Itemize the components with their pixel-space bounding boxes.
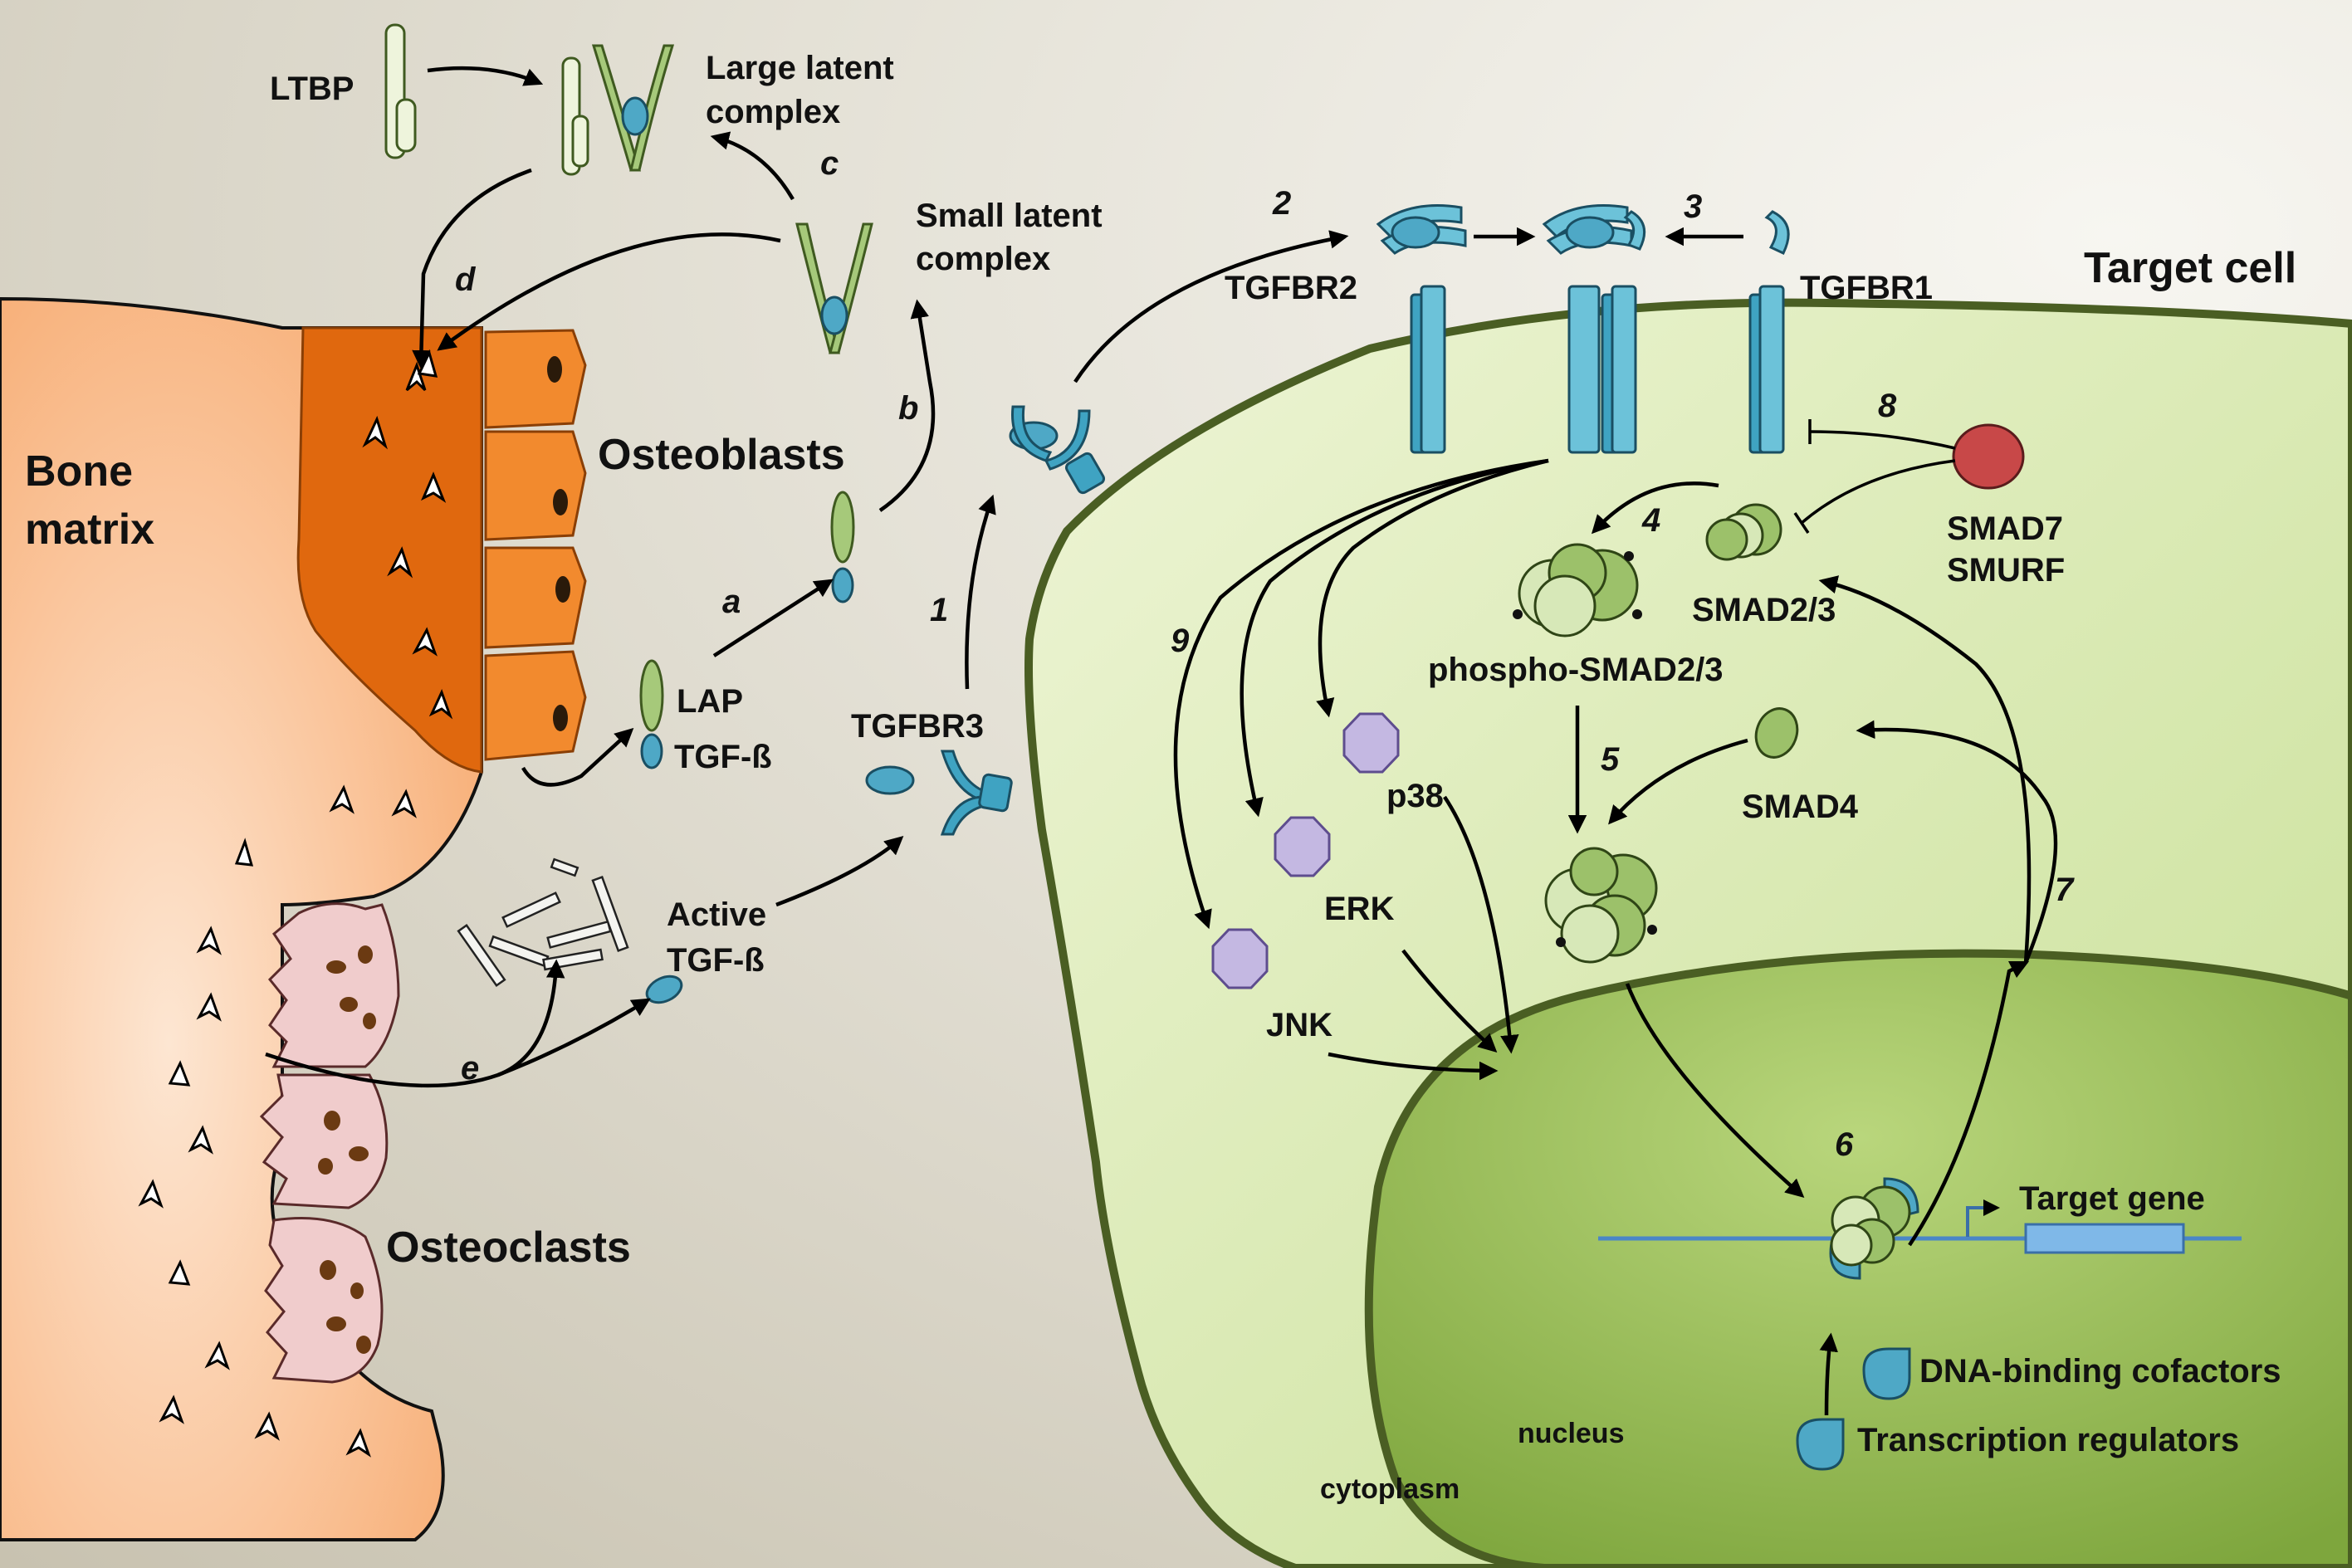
small-latent-complex — [795, 222, 873, 354]
transcription-start-arrow — [1966, 1199, 2000, 1237]
smad23-molecule — [1705, 503, 1782, 561]
step-2-label: 2 — [1272, 185, 1291, 222]
smad23-label: SMAD2/3 — [1692, 592, 1836, 628]
tgfbr2-label: TGFBR2 — [1225, 270, 1357, 306]
tgfbr1-label: TGFBR1 — [1800, 270, 1933, 306]
target-gene-label: Target gene — [2019, 1180, 2205, 1217]
lap-tgf-released — [830, 491, 855, 603]
active-tgf-beta-molecule — [645, 975, 683, 1004]
p38-kinase — [1342, 712, 1400, 774]
smad4-molecule — [1754, 707, 1799, 759]
nuclear-transcription-complex — [1829, 1177, 1919, 1280]
smad7-smurf-molecule — [1952, 423, 2025, 490]
osteoblast-cells — [484, 329, 587, 761]
step-9-label: 9 — [1171, 623, 1190, 659]
tgfbr2-receptor — [1376, 204, 1467, 454]
bone-matrix-label-1: Bone — [25, 447, 133, 496]
bone-matrix-label-2: matrix — [25, 506, 154, 554]
small-latent-label-1: Small latent — [916, 198, 1103, 234]
step-1-label: 1 — [930, 592, 948, 628]
step-a-label: a — [722, 584, 741, 620]
dna-binding-cofactor-shape — [1862, 1347, 1911, 1400]
large-latent-label-2: complex — [706, 94, 840, 130]
osteoblast — [484, 430, 587, 541]
osteoclast — [264, 1217, 384, 1384]
target-gene-box — [2024, 1223, 2185, 1254]
target-cell-label: Target cell — [2084, 244, 2296, 292]
step-3-label: 3 — [1684, 188, 1702, 225]
tgfbr1-receptor — [1748, 210, 1790, 454]
step-b-label: b — [898, 390, 918, 427]
osteoclasts-label: Osteoclasts — [386, 1224, 631, 1272]
lap-label: LAP — [677, 683, 743, 720]
step-8-label: 8 — [1878, 388, 1897, 424]
active-tgf-label-2: TGF-ß — [667, 942, 765, 979]
step-c-label: c — [820, 145, 839, 182]
phospho-smad23-molecule — [1513, 543, 1642, 637]
step-7-label: 7 — [2055, 872, 2075, 908]
jnk-label: JNK — [1266, 1007, 1332, 1043]
step-d-label: d — [455, 261, 477, 298]
smad7-label: SMAD7 — [1947, 510, 2063, 547]
embedded-latent-complexes — [138, 349, 453, 1458]
step-4-label: 4 — [1641, 502, 1660, 539]
osteoblast — [484, 650, 587, 761]
smad-complex — [1544, 847, 1658, 964]
small-latent-label-2: complex — [916, 241, 1050, 277]
released-matrix-fragments — [457, 857, 629, 987]
phospho-smad23-label: phospho-SMAD2/3 — [1428, 652, 1724, 688]
ltbp-label: LTBP — [270, 71, 354, 107]
tgfbr3-presenting — [1009, 405, 1106, 495]
cytoplasm-label: cytoplasm — [1320, 1473, 1460, 1505]
step-5-label: 5 — [1601, 741, 1620, 778]
labels: LTBP Large latent complex Small latent c… — [25, 50, 2296, 1505]
active-tgf-label-1: Active — [667, 896, 766, 933]
large-latent-complex — [561, 44, 675, 176]
lap-tgf-complex — [639, 659, 664, 769]
pathway-arrows — [265, 66, 2058, 1416]
jnk-kinase — [1211, 928, 1269, 989]
p38-label: p38 — [1386, 778, 1444, 814]
smad4-label: SMAD4 — [1742, 789, 1859, 825]
osteoblasts-label: Osteoblasts — [598, 431, 845, 479]
smurf-label: SMURF — [1947, 552, 2065, 589]
tgfbr3-receptor — [865, 750, 1013, 836]
step-e-label: e — [461, 1050, 479, 1087]
large-latent-label-1: Large latent — [706, 50, 894, 86]
erk-label: ERK — [1324, 891, 1395, 927]
osteoblast — [484, 546, 587, 649]
transcription-regulator-shape — [1796, 1418, 1845, 1471]
transcription-regulators-label: Transcription regulators — [1857, 1422, 2239, 1458]
osteoclast — [259, 1073, 389, 1209]
osteoclast — [267, 902, 400, 1068]
tgfbr1-tgfbr2-complex — [1542, 204, 1646, 454]
nucleus-label: nucleus — [1518, 1418, 1624, 1449]
osteoblast-layer — [296, 326, 483, 774]
dna-binding-cofactors-label: DNA-binding cofactors — [1919, 1353, 2281, 1390]
step-6-label: 6 — [1835, 1126, 1854, 1163]
osteoblast — [484, 329, 587, 429]
erk-kinase — [1274, 816, 1331, 877]
osteoclast-cells — [259, 902, 400, 1384]
tgf-b-label: TGF-ß — [674, 739, 772, 775]
ltbp-molecule — [384, 23, 417, 159]
tgfbr3-label: TGFBR3 — [851, 708, 984, 745]
